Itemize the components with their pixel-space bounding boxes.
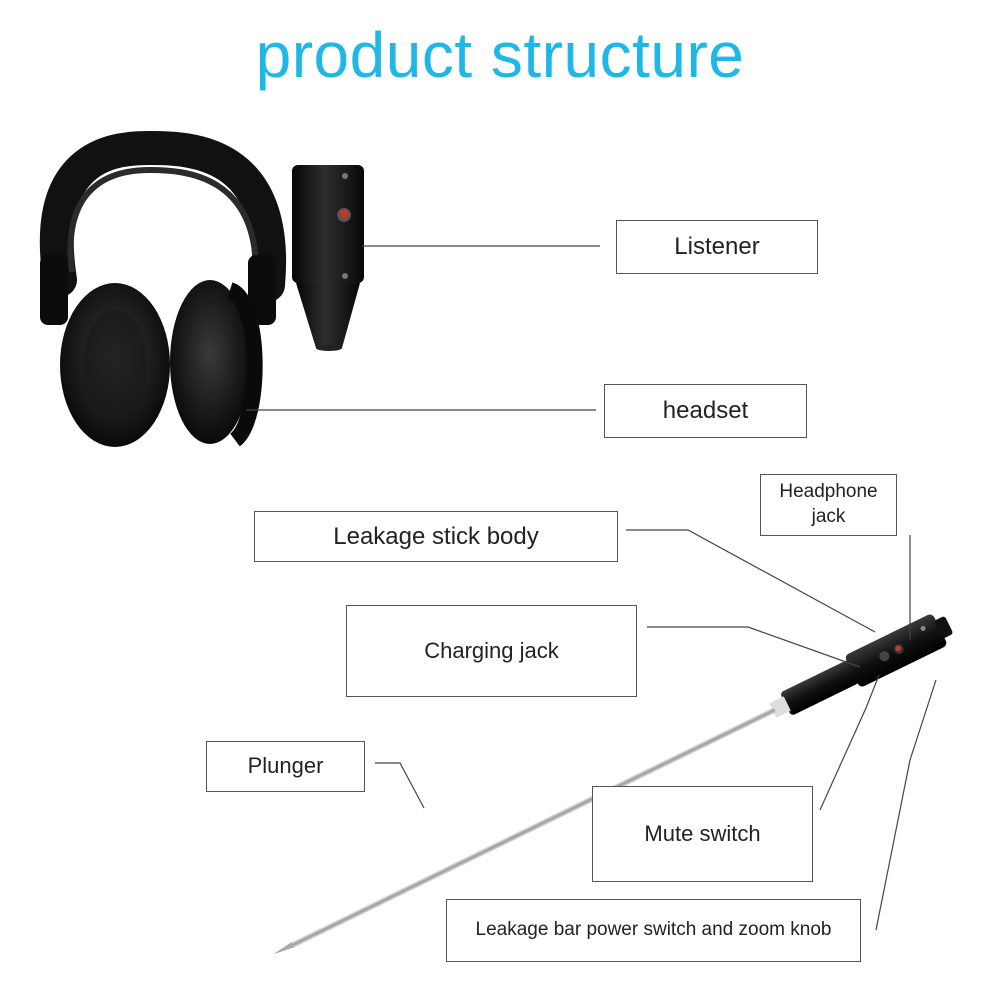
mute-switch-label: Mute switch [592,786,813,882]
listener-image [292,165,364,351]
leader-lines [246,245,937,931]
charging-jack-label: Charging jack [346,605,637,697]
mute-switch-label-text: Mute switch [644,820,761,846]
plunger-label: Plunger [206,741,365,792]
charging-jack-label-text: Charging jack [424,637,559,663]
headphone-jack-label-text: Headphone jack [779,481,878,527]
stick-body-label-text: Leakage stick body [333,522,539,550]
listener-label-text: Listener [674,233,760,261]
page-title: product structure [255,19,745,91]
headphone-jack-label: Headphone jack [760,474,897,536]
headset-label: headset [604,384,807,438]
headset-image [39,130,287,447]
listener-label: Listener [616,220,818,274]
stick-body-label: Leakage stick body [254,511,618,562]
plunger-label-text: Plunger [247,753,324,779]
power-switch-label-text: Leakage bar power switch and zoom knob [475,919,832,941]
headset-label-text: headset [662,397,749,425]
power-switch-label: Leakage bar power switch and zoom knob [446,899,861,962]
leakage-stick-image [273,614,953,955]
